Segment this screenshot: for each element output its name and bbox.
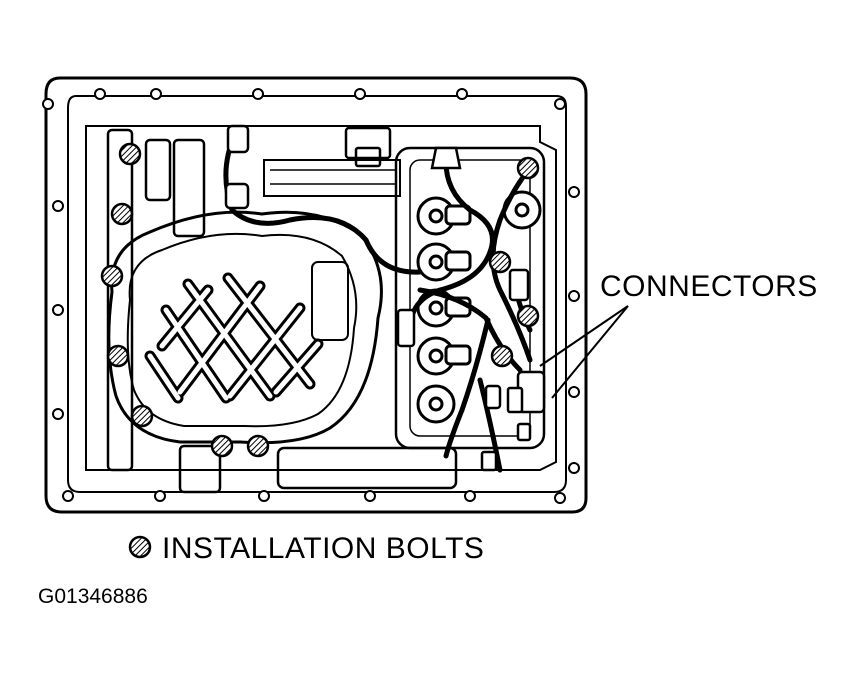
installation-bolt: [210, 434, 234, 458]
connector-plugs: [224, 124, 546, 472]
wiring-harness: [223, 129, 533, 473]
installation-bolt: [100, 264, 124, 288]
installation-bolt: [516, 156, 540, 180]
oil-strainer: [107, 210, 383, 445]
legend: INSTALLATION BOLTS: [128, 532, 484, 565]
pan-bolt-holes: [42, 88, 580, 504]
solenoid-valves: [416, 190, 542, 424]
installation-bolt: [110, 202, 134, 226]
installation-bolt: [246, 434, 270, 458]
installation-bolts: [100, 142, 540, 458]
installation-bolt: [488, 250, 512, 274]
installation-bolt: [130, 404, 154, 428]
installation-bolt: [118, 142, 142, 166]
installation-bolt: [516, 304, 540, 328]
figure-id: G01346886: [38, 585, 148, 608]
connectors-label: CONNECTORS: [600, 270, 818, 303]
connectors-leader-lines: [539, 305, 629, 399]
valve-body: [85, 125, 557, 494]
hatched-bolt-symbol: [128, 535, 152, 559]
legend-label: INSTALLATION BOLTS: [162, 532, 484, 565]
installation-bolt: [490, 344, 514, 368]
installation-bolt: [106, 344, 130, 368]
